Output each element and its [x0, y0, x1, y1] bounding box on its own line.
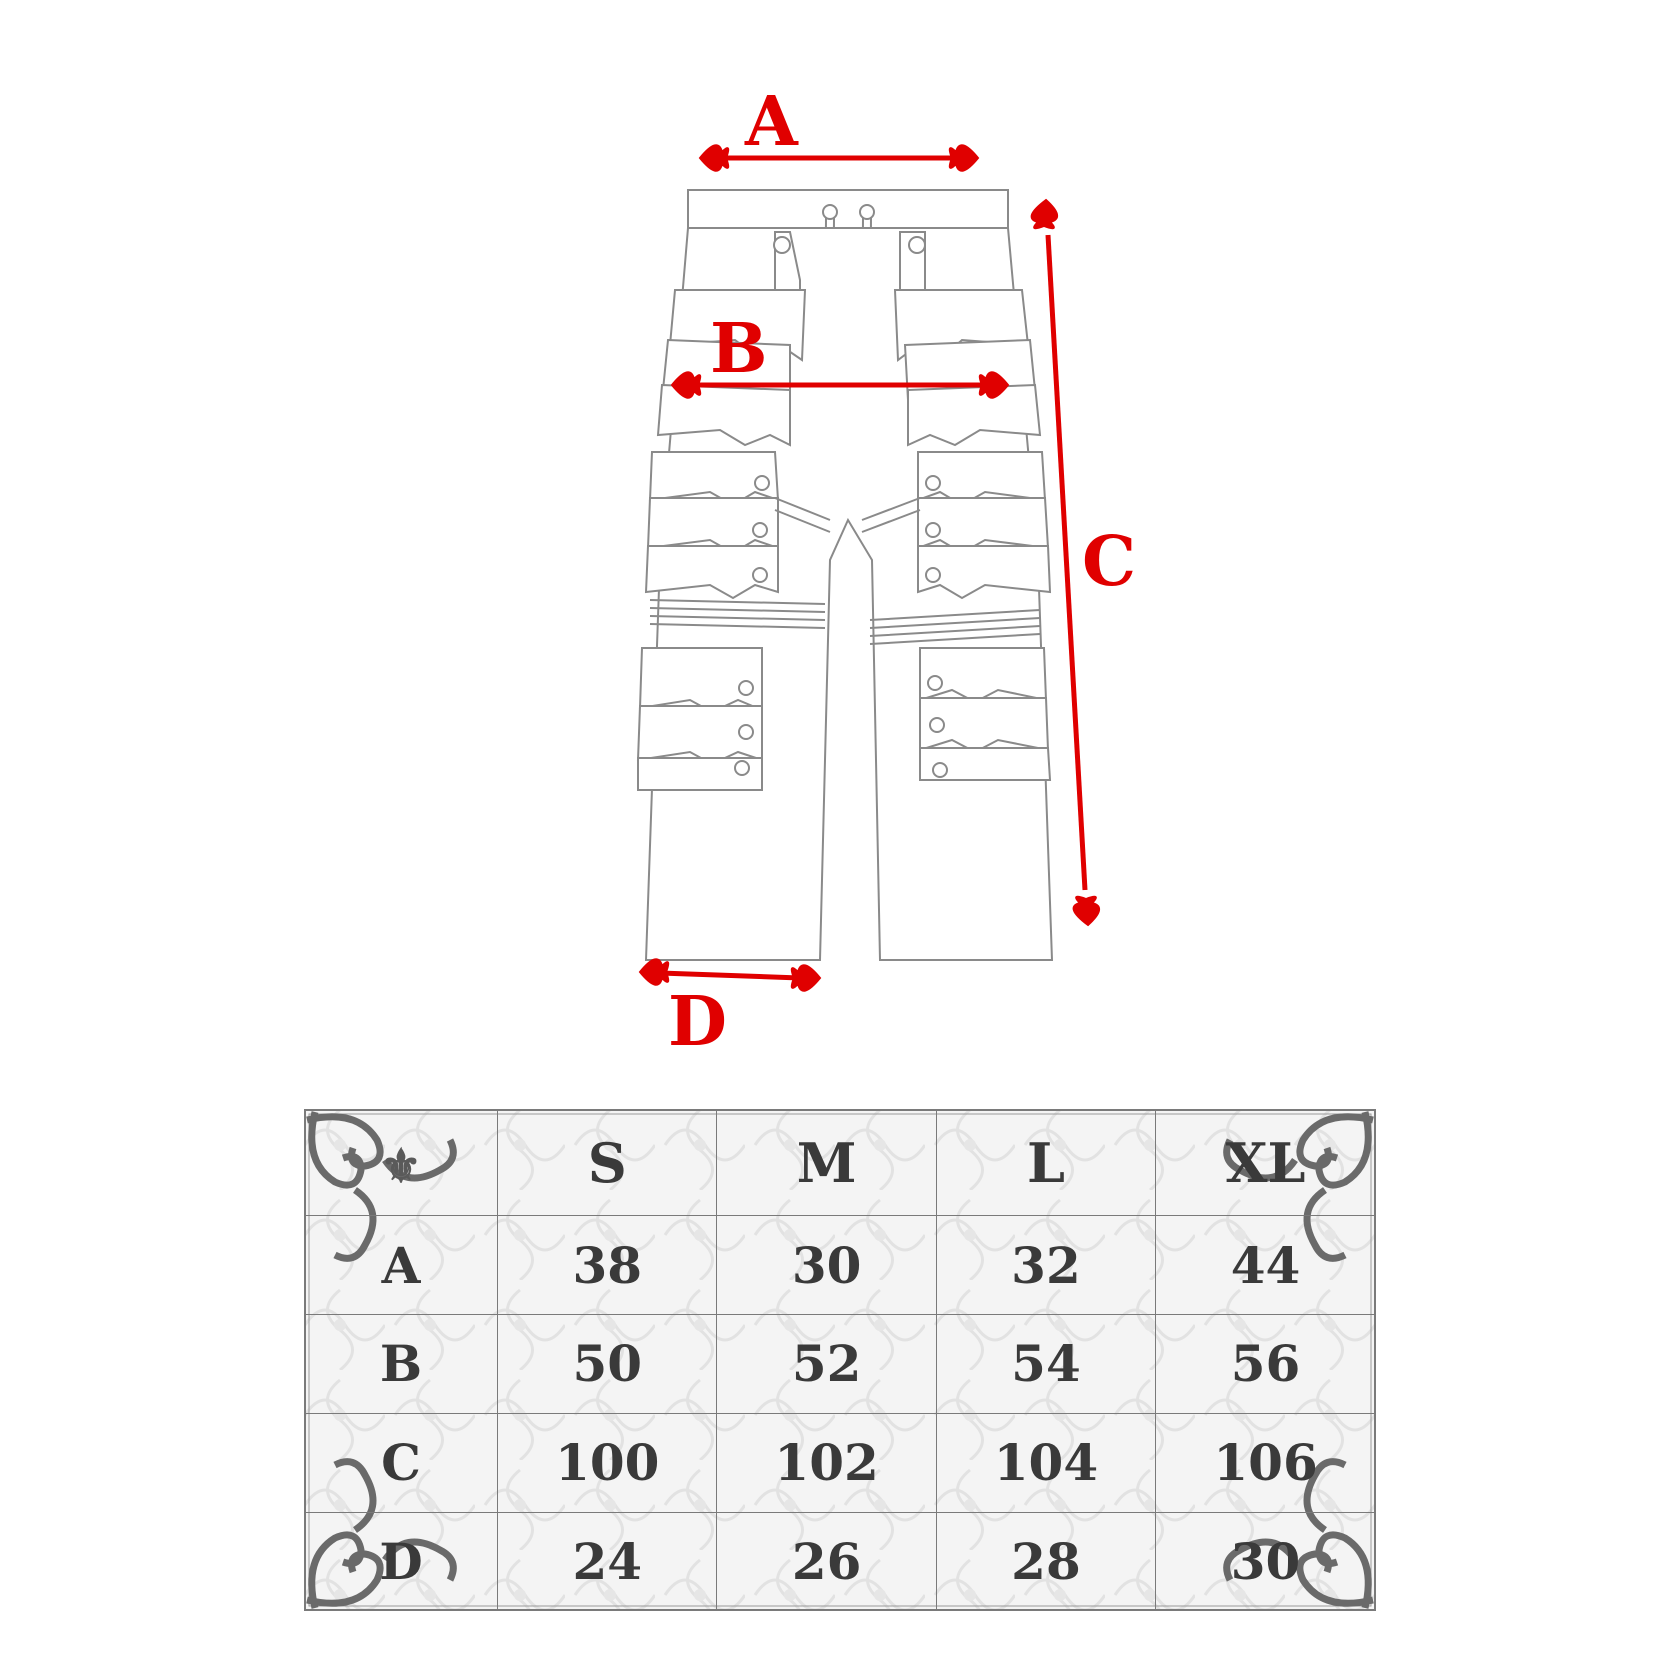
table-corner: ⚜ [305, 1110, 499, 1217]
table-cell: 26 [716, 1511, 937, 1610]
size-header-l: L [935, 1110, 1157, 1217]
fleur-de-lis-icon: ⚜ [380, 1138, 422, 1193]
table-cell: 24 [497, 1511, 718, 1610]
pants-illustration [636, 189, 1054, 961]
table-cell: 100 [497, 1412, 718, 1513]
table-cell: 54 [935, 1314, 1157, 1414]
table-cell: 50 [497, 1314, 718, 1414]
pants-measurement-diagram: A B C D [636, 82, 1136, 1062]
table-cell: 30 [1155, 1511, 1375, 1610]
table-cell: 38 [497, 1215, 718, 1316]
table-row: D 24 26 28 30 [305, 1511, 1375, 1610]
table-cell: 56 [1155, 1314, 1375, 1414]
measure-c-label: C [1082, 522, 1136, 602]
table-cell: 106 [1155, 1412, 1375, 1513]
table-cell: 102 [716, 1412, 937, 1513]
table-cell: 30 [716, 1215, 937, 1316]
measure-c-arrow [1030, 198, 1100, 927]
measure-b-label: B [710, 309, 767, 389]
measure-a-arrow [698, 144, 980, 172]
size-header-m: M [716, 1110, 937, 1217]
table-row: B 50 52 54 56 [305, 1314, 1375, 1414]
measure-a-label: A [744, 82, 799, 162]
measure-d-label: D [668, 982, 727, 1062]
size-header-xl: XL [1155, 1110, 1375, 1217]
row-label-c: C [305, 1412, 499, 1513]
table-cell: 28 [935, 1511, 1157, 1610]
size-header-s: S [497, 1110, 718, 1217]
row-label-a: A [305, 1215, 499, 1316]
table-row: C 100 102 104 106 [305, 1412, 1375, 1513]
measure-b-arrow [670, 371, 1010, 399]
table-cell: 104 [935, 1412, 1157, 1513]
size-table: ⚜ S M L XL A 38 30 32 44 B 50 52 54 56 C… [305, 1110, 1375, 1610]
measure-d-arrow [638, 958, 822, 992]
row-label-b: B [305, 1314, 499, 1414]
size-header-row: ⚜ S M L XL [305, 1110, 1375, 1217]
size-chart: ⚜ S M L XL A 38 30 32 44 B 50 52 54 56 C… [295, 1100, 1385, 1620]
table-row: A 38 30 32 44 [305, 1215, 1375, 1316]
table-cell: 32 [935, 1215, 1157, 1316]
row-label-d: D [305, 1511, 499, 1610]
table-cell: 52 [716, 1314, 937, 1414]
table-cell: 44 [1155, 1215, 1375, 1316]
